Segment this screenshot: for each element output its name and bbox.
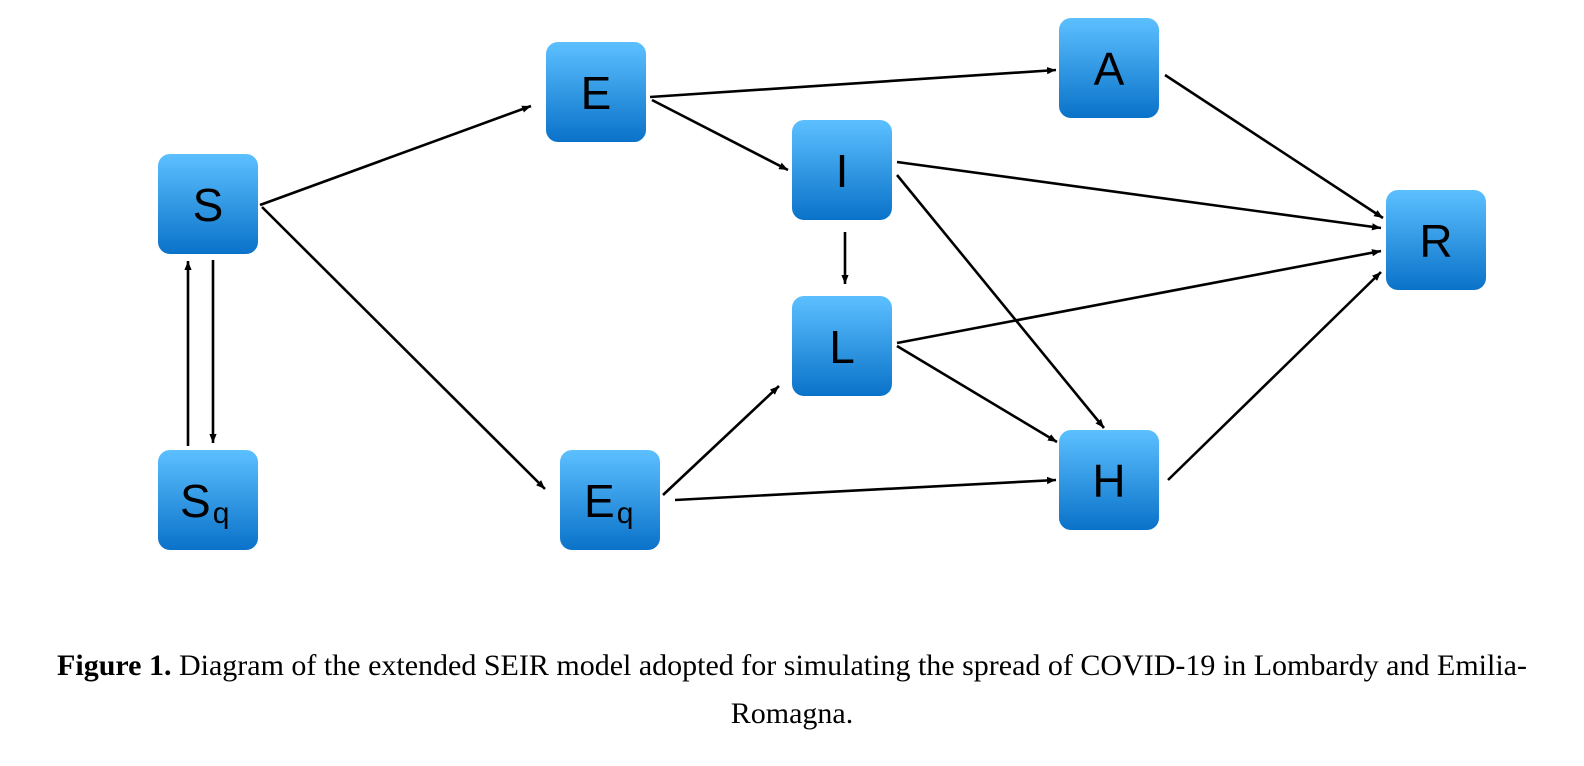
edge-s-to-e	[259, 104, 532, 207]
node-a: A	[1059, 18, 1159, 118]
node-i-label: I	[836, 145, 849, 197]
node-eq-label: Eq	[584, 475, 633, 530]
edge-a-to-r	[1164, 73, 1384, 220]
edge-eq-to-h	[674, 476, 1057, 502]
edge-s-to-eq	[261, 206, 546, 490]
node-layer: S Sq E Eq A I L H	[158, 18, 1486, 550]
edge-l-to-r	[896, 249, 1382, 345]
node-eq-subscript: q	[617, 497, 634, 530]
node-sq-subscript: q	[213, 497, 230, 530]
edge-eq-to-l	[662, 385, 780, 496]
edge-i-to-h	[895, 174, 1106, 429]
edge-h-to-r	[1167, 271, 1382, 481]
node-sq: Sq	[158, 450, 258, 550]
edge-e-to-a	[649, 67, 1057, 99]
node-s-label: S	[193, 179, 224, 231]
node-l: L	[792, 296, 892, 396]
node-h: H	[1059, 430, 1159, 530]
node-e-label: E	[581, 67, 612, 119]
node-eq: Eq	[560, 450, 660, 550]
node-e: E	[546, 42, 646, 142]
node-i: I	[792, 120, 892, 220]
edge-l-to-h	[896, 344, 1058, 444]
edge-i-to-r	[896, 160, 1382, 231]
node-s: S	[158, 154, 258, 254]
node-eq-main: E	[584, 475, 615, 527]
node-sq-label: Sq	[180, 475, 229, 530]
caption-text: Diagram of the extended SEIR model adopt…	[178, 649, 1527, 730]
node-h-label: H	[1092, 455, 1125, 507]
caption-label: Figure 1.	[57, 649, 172, 682]
node-r: R	[1386, 190, 1486, 290]
node-l-label: L	[829, 321, 855, 373]
edge-e-to-i	[651, 98, 789, 172]
figure-caption: Figure 1. Diagram of the extended SEIR m…	[40, 642, 1544, 738]
node-sq-main: S	[180, 475, 211, 527]
node-r-label: R	[1419, 215, 1452, 267]
seir-diagram: S Sq E Eq A I L H	[158, 18, 1486, 550]
edge-layer	[184, 67, 1384, 502]
node-a-label: A	[1094, 43, 1125, 95]
